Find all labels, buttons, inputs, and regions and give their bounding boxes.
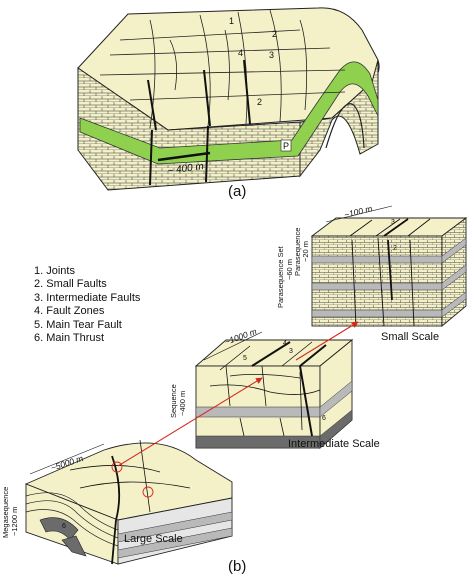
green-marker-bed — [79, 61, 379, 165]
caption-panel-b: (b) — [228, 558, 247, 575]
scale-connector-arrows — [117, 321, 359, 467]
small-height-label-2: ~60 m — [285, 259, 294, 280]
large-marker-6: 6 — [62, 523, 66, 530]
intermediate-height-label-2: ~400 m — [178, 391, 187, 416]
label-a-2: 2 — [257, 97, 262, 107]
intermediate-marker-5: 5 — [243, 355, 247, 362]
large-scale-block: 6 ~5000 m Large Scale Megasequence ~1200… — [1, 439, 233, 565]
intermediate-marker-6: 6 — [322, 415, 326, 422]
legend-item-main-thrust: 6. Main Thrust — [34, 332, 105, 345]
large-height-label-1: Megasequence — [1, 487, 10, 538]
panel-a-anticline-block: 1 2 3 4 2 P ~ 400 m — [77, 7, 380, 191]
anticline-right-face — [299, 59, 379, 178]
label-a-3: 3 — [269, 50, 274, 60]
scale-bar-a-label: ~ 400 m — [167, 161, 205, 177]
label-a-2b: 2 — [272, 29, 277, 39]
small-scale-block: 3 2 ~100 m Small Scale Parasequence Set … — [276, 203, 468, 343]
legend-item-small-faults: 2. Small Faults — [34, 278, 107, 291]
intermediate-scale-title: Intermediate Scale — [288, 438, 380, 450]
large-height-label-2: ~1200 m — [10, 507, 19, 536]
small-height-label-1: Parasequence Set — [276, 245, 285, 308]
intermediate-marker-4: 4 — [283, 340, 287, 347]
fold-arch-core — [325, 103, 365, 149]
label-a-4: 4 — [238, 48, 243, 58]
intermediate-marker-3: 3 — [289, 348, 293, 355]
label-a-1: 1 — [229, 16, 234, 26]
small-scale-title: Small Scale — [381, 331, 439, 343]
intermediate-scale-block: 4 3 5 6 ~1000 m Intermediate Scale Seque… — [169, 326, 380, 450]
fault-type-legend: 1. Joints 2. Small Faults 3. Intermediat… — [34, 265, 140, 345]
caption-panel-a: (a) — [228, 183, 247, 200]
legend-item-intermediate-faults: 3. Intermediate Faults — [34, 291, 141, 304]
large-top-surface — [24, 442, 233, 521]
scale-bar-a — [157, 151, 211, 162]
legend-item-joints: 1. Joints — [34, 265, 75, 277]
small-height-label-3: Parasequence — [293, 228, 302, 276]
small-marker-3: 3 — [391, 219, 395, 226]
large-scale-title: Large Scale — [124, 533, 183, 545]
fault-traces-a — [99, 9, 346, 129]
legend-item-fault-zones: 4. Fault Zones — [34, 305, 105, 318]
intermediate-height-label-1: Sequence — [169, 384, 178, 418]
legend-item-main-tear-fault: 5. Main Tear Fault — [34, 318, 122, 331]
small-height-label-4: ~20 m — [301, 241, 310, 262]
label-a-p: P — [283, 141, 289, 151]
small-marker-2: 2 — [393, 245, 397, 252]
